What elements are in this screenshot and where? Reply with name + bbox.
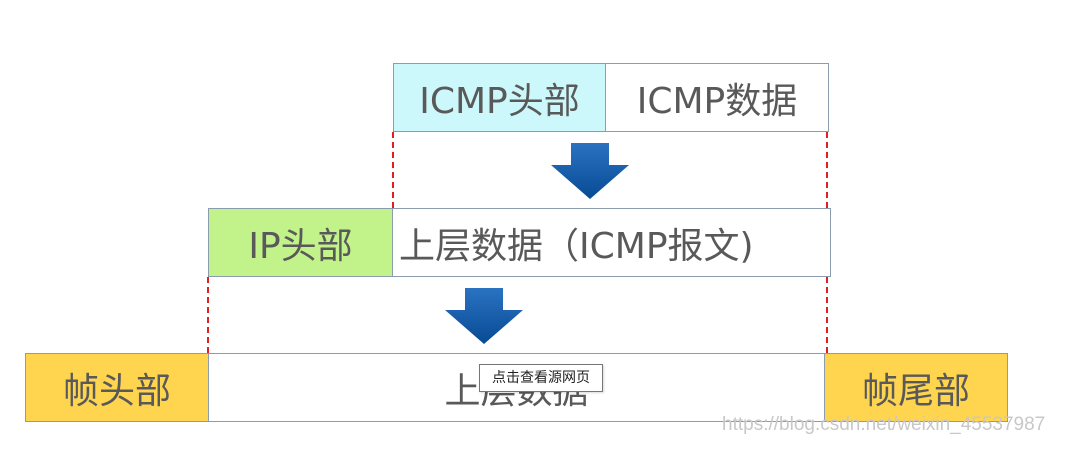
- icmp-data-label: ICMP数据: [636, 80, 798, 122]
- icmp-data-box: ICMP数据: [605, 63, 829, 132]
- down-arrow-icon: [551, 143, 629, 199]
- frame-trailer-box: 帧尾部: [824, 353, 1008, 422]
- icmp-header-label: ICMP头部: [419, 80, 580, 122]
- down-arrow-icon: [445, 288, 523, 344]
- frame-trailer-label: 帧尾部: [861, 370, 970, 412]
- ip-payload-box: 上层数据（ICMP报文): [392, 208, 831, 277]
- watermark-url: https://blog.csdn.net/weixin_45537987: [722, 414, 1046, 435]
- icmp-header-box: ICMP头部: [393, 63, 606, 132]
- tooltip-view-source[interactable]: 点击查看源网页: [479, 364, 603, 392]
- guide-line-left-2: [207, 277, 209, 353]
- guide-line-right-2: [826, 277, 828, 353]
- guide-line-right-1: [826, 132, 828, 208]
- ip-header-box: IP头部: [208, 208, 393, 277]
- guide-line-left-1: [392, 132, 394, 208]
- frame-header-label: 帧头部: [62, 370, 171, 412]
- ip-payload-label: 上层数据（ICMP报文): [399, 225, 754, 267]
- frame-header-box: 帧头部: [25, 353, 209, 422]
- ip-header-label: IP头部: [248, 225, 353, 267]
